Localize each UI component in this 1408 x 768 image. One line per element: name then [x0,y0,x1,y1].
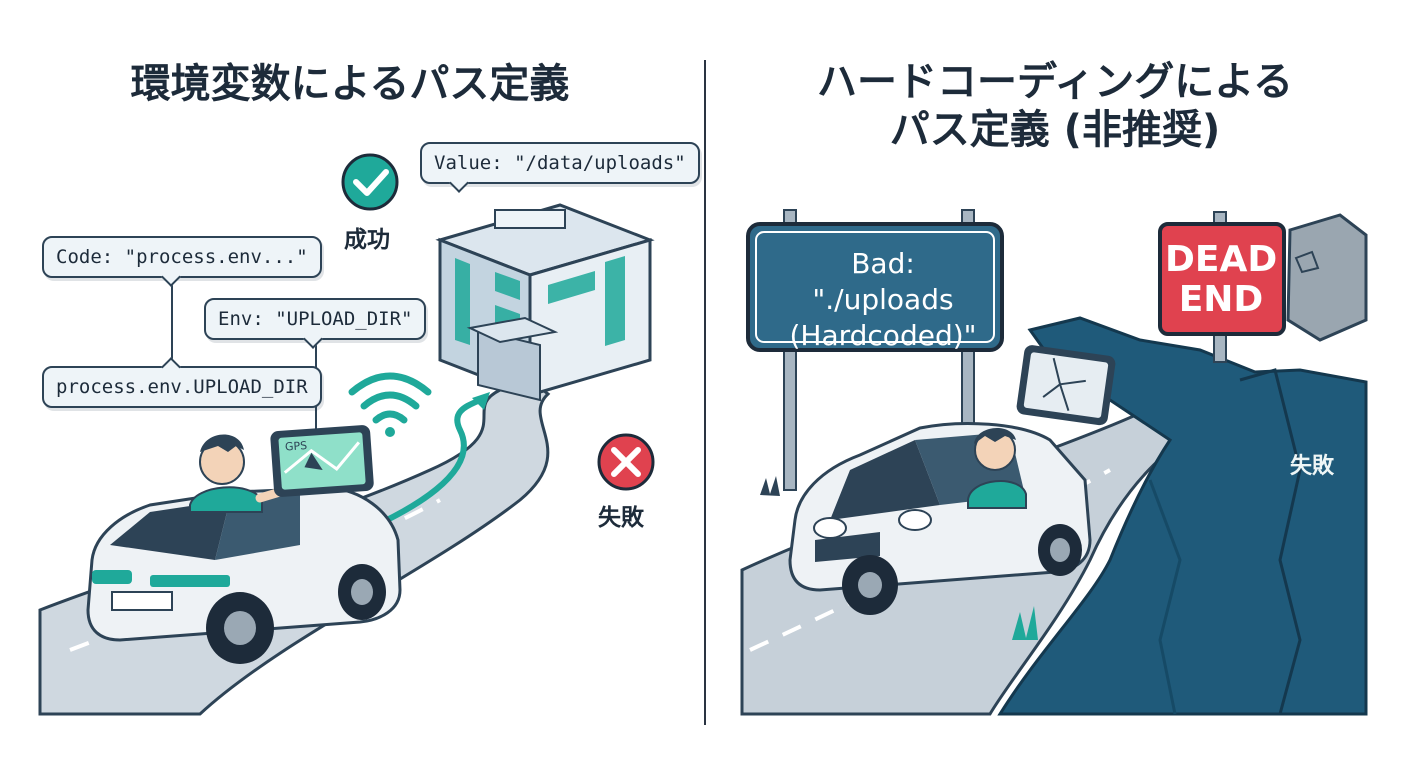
bad-sign-line2: (Hardcoded)" [789,319,977,352]
car-right [788,422,1092,615]
dead-end-sign [1158,211,1286,363]
dead-end-line2: END [1178,279,1264,320]
right-title-line2: パス定義 (非推奨) [889,107,1221,153]
dead-end-text: DEAD END [1165,240,1277,320]
grass [760,476,1038,640]
success-label: 成功 [344,227,390,253]
broken-gps [1016,345,1116,426]
bad-sign-line1: Bad: "./uploads [812,247,954,316]
bad-sign-text: Bad: "./uploads (Hardcoded)" [778,246,988,354]
bubble-path: process.env.UPLOAD_DIR [42,366,322,408]
gps-device: GPS [270,425,374,497]
server-building [435,203,655,402]
cliff [997,316,1368,716]
right-panel-title: ハードコーディングによる パス定義 (非推奨) [730,58,1380,154]
left-panel-title: 環境変数によるパス定義 [130,61,570,107]
bubble-value: Value: "/data/uploads" [420,142,700,184]
x-circle-icon [597,433,655,491]
bad-sign [746,209,1004,491]
dead-end-line1: DEAD [1165,239,1278,280]
falling-rocks [1286,213,1368,342]
wifi-icon [348,372,432,437]
fail-label-left: 失敗 [598,505,644,531]
fail-label-right: 失敗 [1290,454,1335,479]
panel-divider [704,60,706,725]
bubble-code: Code: "process.env..." [42,236,322,278]
right-title-line1: ハードコーディングによる [817,59,1293,105]
gps-label: GPS [285,439,308,454]
bubble-env: Env: "UPLOAD_DIR" [204,298,427,340]
car-left [86,434,402,664]
check-circle-icon [341,153,399,211]
